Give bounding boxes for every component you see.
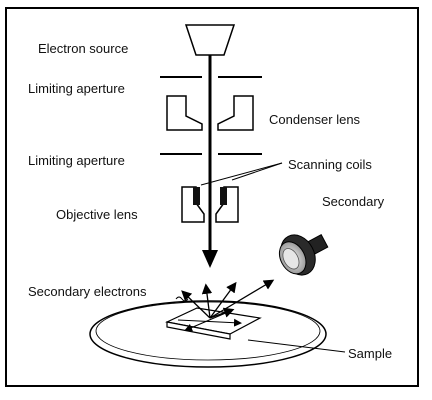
label-secondary: Secondary (322, 194, 385, 209)
beam-arrowhead (202, 250, 218, 268)
label-limiting-aperture-bottom: Limiting aperture (28, 153, 125, 168)
sample-block-side (166, 321, 231, 340)
scanning-coils-leader-2 (200, 162, 283, 186)
scan-line-v (184, 311, 229, 332)
scanning-coils-leader-1 (231, 162, 283, 181)
secondary-electron-detector-icon (278, 234, 329, 276)
scanning-coil-right (220, 187, 227, 205)
secondary-electron-arrow-5 (209, 307, 235, 319)
secondary-electron-arrow-4 (209, 279, 275, 319)
label-objective-lens: Objective lens (56, 207, 138, 222)
outer-frame (5, 7, 419, 387)
secondary-electron-arrow-3 (209, 281, 237, 319)
label-condenser-lens: Condenser lens (269, 112, 361, 127)
scan-line-h (177, 318, 242, 327)
label-secondary-electrons: Secondary electrons (28, 284, 147, 299)
sample-leader (247, 339, 346, 353)
label-limiting-aperture-top: Limiting aperture (28, 81, 125, 96)
condenser-lens-right (217, 95, 254, 131)
label-sample: Sample (348, 346, 393, 361)
scanning-coil-left (193, 187, 200, 205)
secondary-electron-arrow-2 (201, 283, 213, 319)
label-electron-source: Electron source (38, 41, 129, 56)
secondary-electron-squiggle (175, 296, 189, 302)
label-scanning-coils: Scanning coils (288, 157, 372, 172)
secondary-electron-arrow-1 (181, 290, 211, 319)
condenser-lens-left (166, 95, 203, 131)
electron-source-shape (184, 24, 236, 56)
